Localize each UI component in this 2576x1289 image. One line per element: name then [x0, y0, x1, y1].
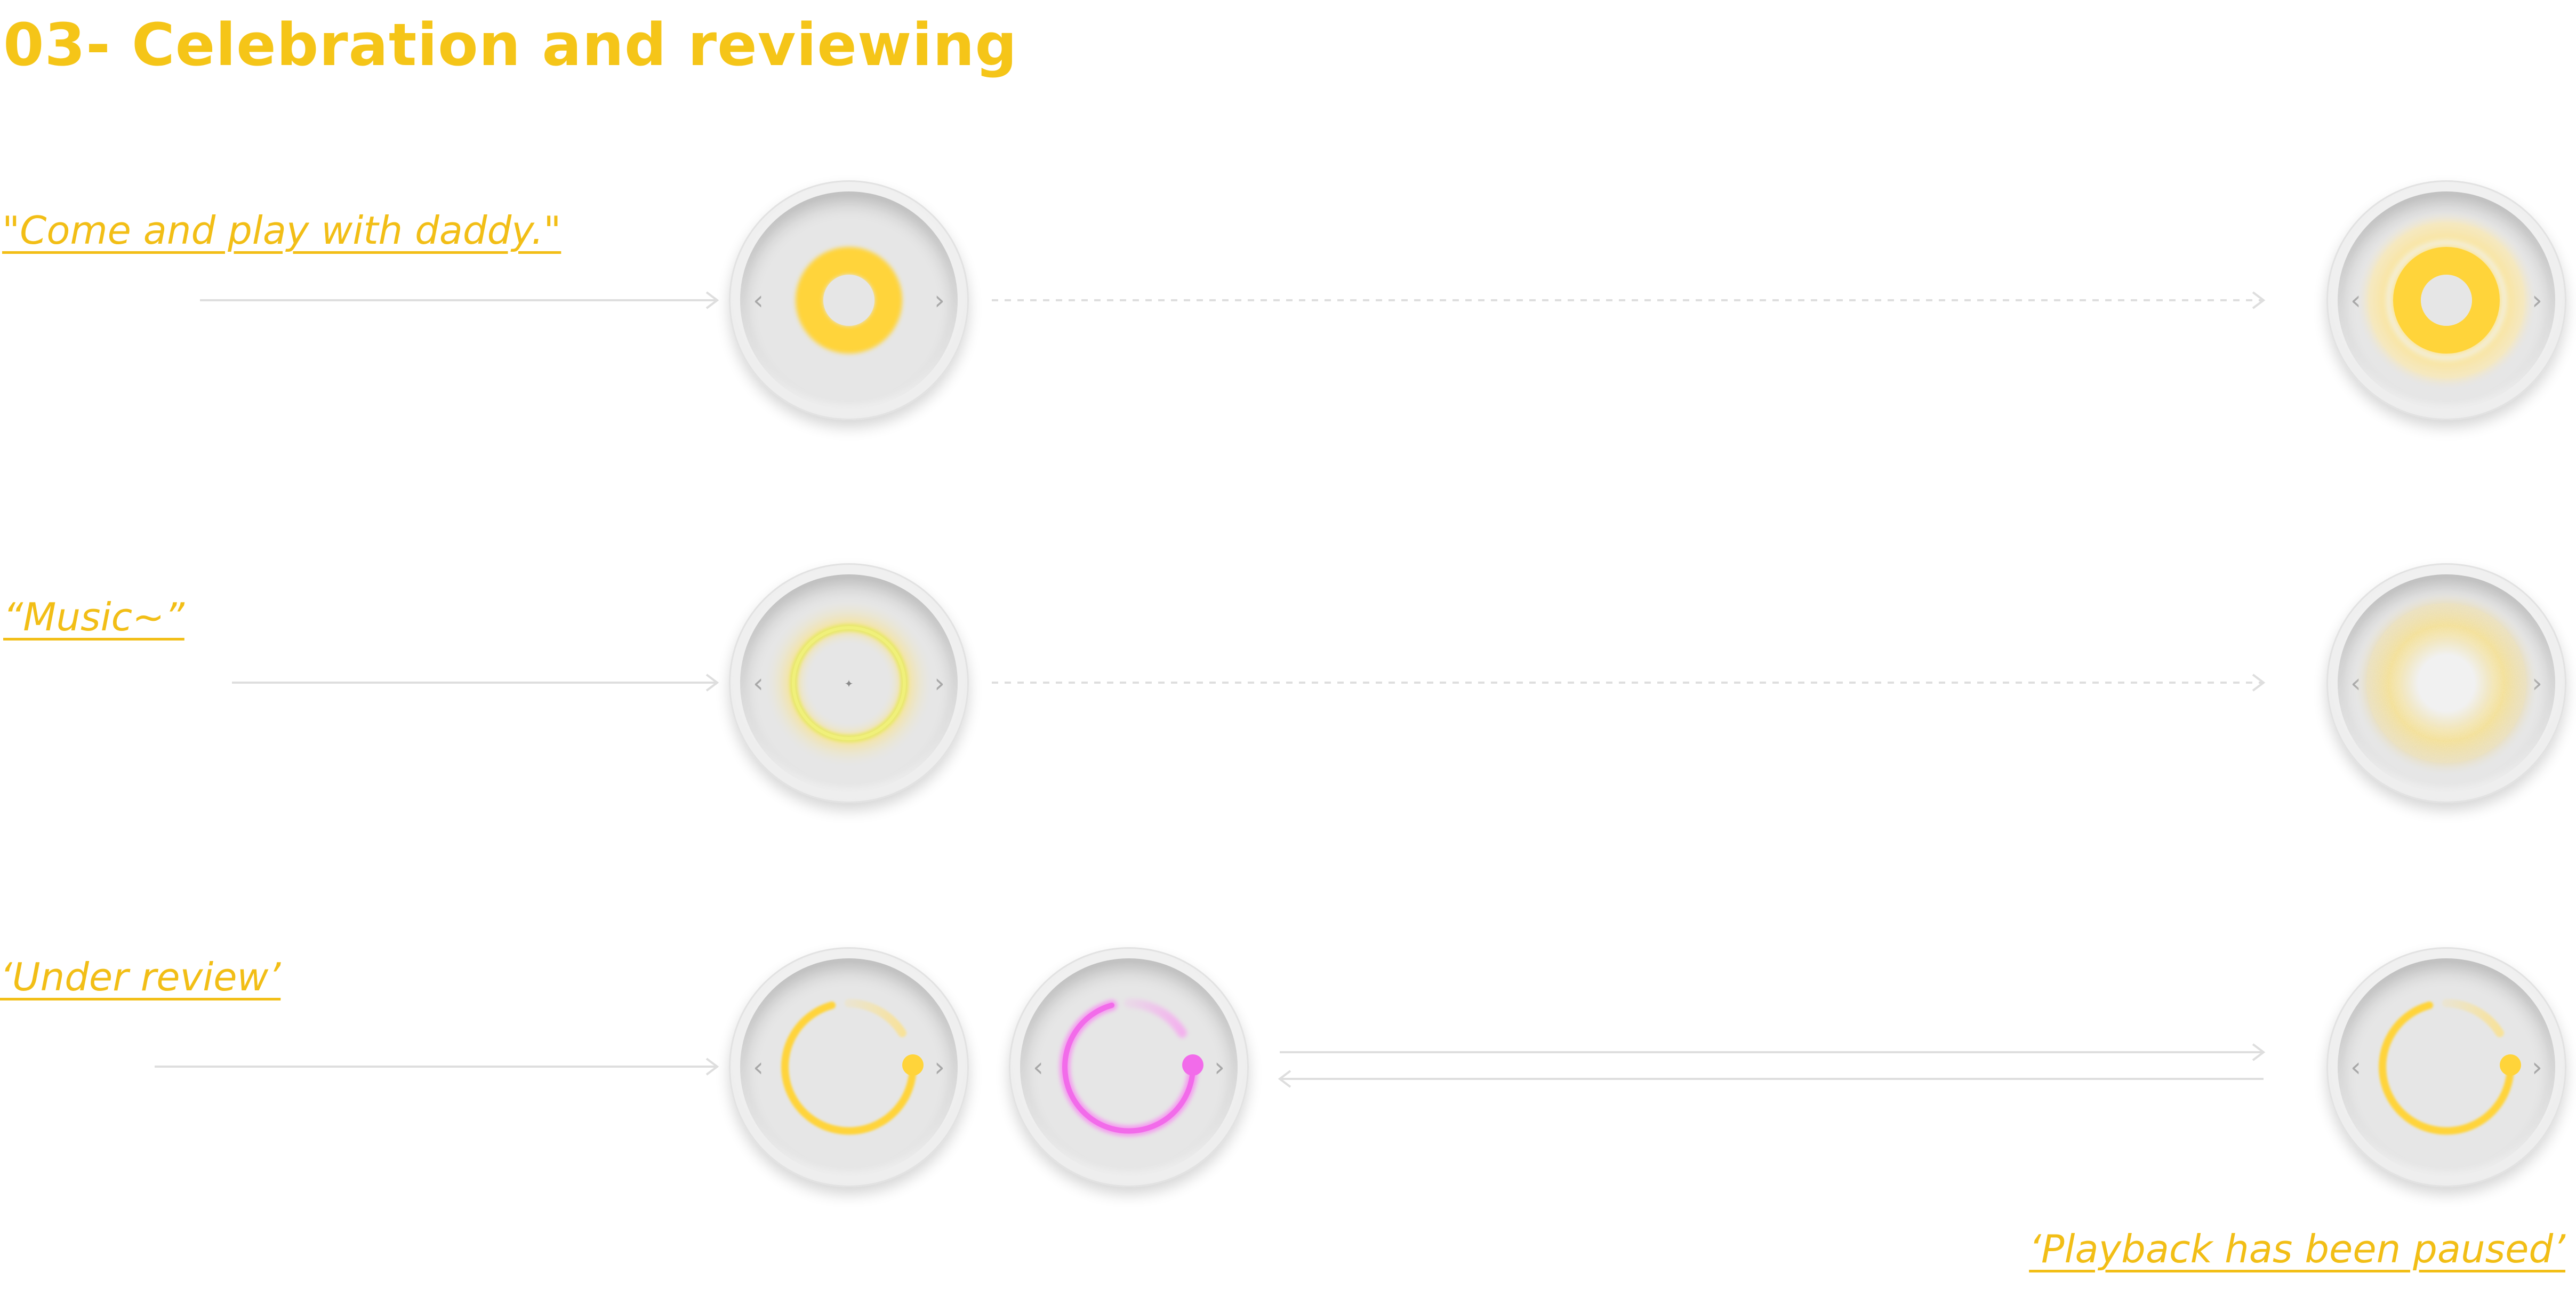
arrowhead-dotted-row2: [2252, 674, 2266, 692]
chevron-left-icon[interactable]: ‹: [2350, 1052, 2361, 1083]
yellow-progress-arc-icon: [2379, 999, 2521, 1135]
arrowhead-row1: [705, 291, 719, 309]
chevron-left-icon[interactable]: ‹: [753, 285, 764, 316]
music-ring-icon: ✦: [764, 598, 934, 768]
arrowhead-row3: [705, 1058, 719, 1076]
quote-playback-paused: ‘Playback has been paused’: [2029, 1227, 2565, 1271]
device-play-start[interactable]: ‹ ›: [729, 180, 969, 420]
device-music-start[interactable]: ‹ › ✦: [729, 563, 969, 803]
arrowhead-row2: [705, 674, 719, 692]
sparkle-ring-icon: [2338, 574, 2555, 792]
quote-music: “Music~”: [3, 595, 184, 639]
arrowhead-forward-row3: [2252, 1043, 2266, 1061]
pink-progress-arc-icon: [1060, 998, 1203, 1136]
quote-play-with-daddy: "Come and play with daddy.": [2, 208, 561, 253]
chevron-right-icon[interactable]: ›: [934, 285, 945, 316]
yellow-donut-icon: [796, 247, 902, 354]
device-review-paused[interactable]: ‹ ›: [2326, 947, 2566, 1187]
chevron-right-icon[interactable]: ›: [934, 1052, 945, 1083]
chevron-left-icon[interactable]: ‹: [753, 1052, 764, 1083]
arrowhead-back-row3: [1278, 1070, 1291, 1088]
chevron-left-icon[interactable]: ‹: [753, 668, 764, 699]
quote-under-review: ‘Under review’: [0, 955, 281, 999]
device-review-pink[interactable]: ‹ ›: [1009, 947, 1249, 1187]
chevron-right-icon[interactable]: ›: [1214, 1052, 1225, 1083]
chevron-left-icon[interactable]: ‹: [1033, 1052, 1044, 1083]
device-play-glow[interactable]: ‹ ›: [2326, 180, 2566, 420]
chevron-right-icon[interactable]: ›: [934, 668, 945, 699]
yellow-progress-arc-icon: [781, 999, 924, 1135]
device-review-start[interactable]: ‹ ›: [729, 947, 969, 1187]
chevron-right-icon[interactable]: ›: [2532, 1052, 2542, 1083]
svg-text:✦: ✦: [845, 677, 854, 690]
arrowhead-dotted-row1: [2252, 291, 2266, 309]
device-music-sparkle[interactable]: ‹ ›: [2326, 563, 2566, 803]
glowing-donut-icon: [2356, 210, 2537, 391]
page-title: 03- Celebration and reviewing: [3, 11, 1018, 79]
